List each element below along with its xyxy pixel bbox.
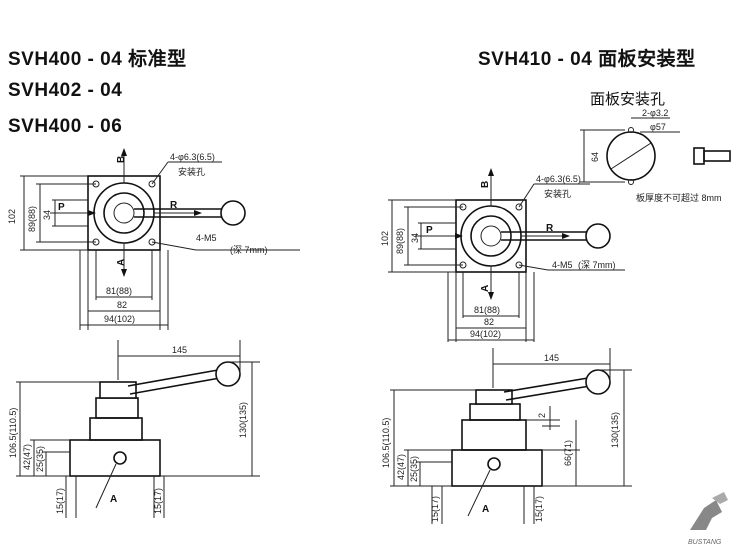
port-b-label: B [480,181,491,188]
right-top-view: B A P R 4-φ6.3(6.5) 安装孔 4-M5 (深 7mm) 102… [380,168,625,342]
thread-label: 4-M5 [552,260,573,270]
port-p-label: P [58,202,65,213]
dim-94: 94(102) [470,329,501,339]
hole-label: 4-φ6.3(6.5) [170,152,215,162]
port-r-label: R [170,200,178,211]
thread-label: 4-M5 [196,233,217,243]
mount-hole [148,180,156,188]
hole-count-label: 2-φ3.2 [642,108,668,118]
dim-94: 94(102) [104,314,135,324]
thread-depth-label: (深 7mm) [578,260,616,270]
port-b-label: B [116,156,127,163]
dim-130: 130(135) [238,402,248,438]
dim-42: 42(47) [22,444,32,470]
dim-34: 34 [410,233,420,243]
port-a-label: A [482,504,489,515]
brand-logo: BUSTANG [688,492,728,546]
mount-hole [148,238,156,246]
hole-sub-label: 安装孔 [544,188,571,199]
right-top-base [455,199,527,273]
hole-label: 4-φ6.3(6.5) [536,174,581,184]
dim-15b: 15(17) [153,488,163,514]
dim-15a: 15(17) [55,488,65,514]
left-side-view: 145 130(135) 106.5(110.5) 42(47) 25(35) … [8,340,260,518]
dim-81: 81(88) [106,286,132,296]
dim-145: 145 [172,345,187,355]
dim-25: 25(35) [35,446,45,472]
port-a-label: A [116,259,127,266]
dim-130: 130(135) [610,412,620,448]
left-top-inner-circle [103,192,145,234]
title-svh410-04: SVH410 - 04 面板安装型 [478,49,696,70]
port-a-label: A [480,285,491,292]
dim-66: 66(71) [563,440,573,466]
dim-15a: 15(17) [430,496,440,522]
port-a-label: A [110,494,117,505]
panel-hole-title: 面板安装孔 [590,91,666,108]
left-top-body-circle [93,182,155,244]
port-r-label: R [546,223,554,234]
big-dia-label: φ57 [650,122,666,132]
title-svh402-04: SVH402 - 04 [8,80,123,101]
right-side-view: 145 130(135) 2 66(71) 106.5(110.5) 42(47… [381,348,632,524]
dim-34: 34 [42,210,52,220]
dim-25: 25(35) [409,456,419,482]
dim-102: 102 [7,209,17,224]
left-handle-ball [220,200,246,226]
dim-82: 82 [484,317,494,327]
height-64-label: 64 [590,152,600,162]
left-top-view: B A P R 4-φ6.3(6.5) 安装孔 4-M5 (深 7mm) 102… [7,148,300,330]
hole-sub-label: 安装孔 [178,166,205,177]
dim-106: 106.5(110.5) [381,418,391,468]
panel-hole-detail: 2-φ3.2 φ57 64 板厚度不可超过 8mm [580,108,731,203]
dim-89: 89(88) [395,228,405,254]
title-svh400-06: SVH400 - 06 [8,116,123,137]
thread-depth-label: (深 7mm) [230,245,268,255]
dim-89: 89(88) [27,206,37,232]
dim-145: 145 [544,353,559,363]
dim-2: 2 [537,413,547,418]
port-p-label: P [426,225,433,236]
left-top-knob [113,202,135,224]
title-svh400-04: SVH400 - 04 标准型 [8,49,187,70]
logo-text: BUSTANG [688,539,722,546]
left-top-base [87,175,161,251]
dim-42: 42(47) [396,454,406,480]
dim-15b: 15(17) [534,496,544,522]
dim-106: 106.5(110.5) [8,408,18,458]
dim-82: 82 [117,300,127,310]
dim-81: 81(88) [474,305,500,315]
right-side-base [451,449,543,487]
right-handle-ball [585,223,611,249]
dim-102: 102 [380,231,390,246]
left-side-base [69,439,161,477]
thickness-note: 板厚度不可超过 8mm [636,192,722,203]
